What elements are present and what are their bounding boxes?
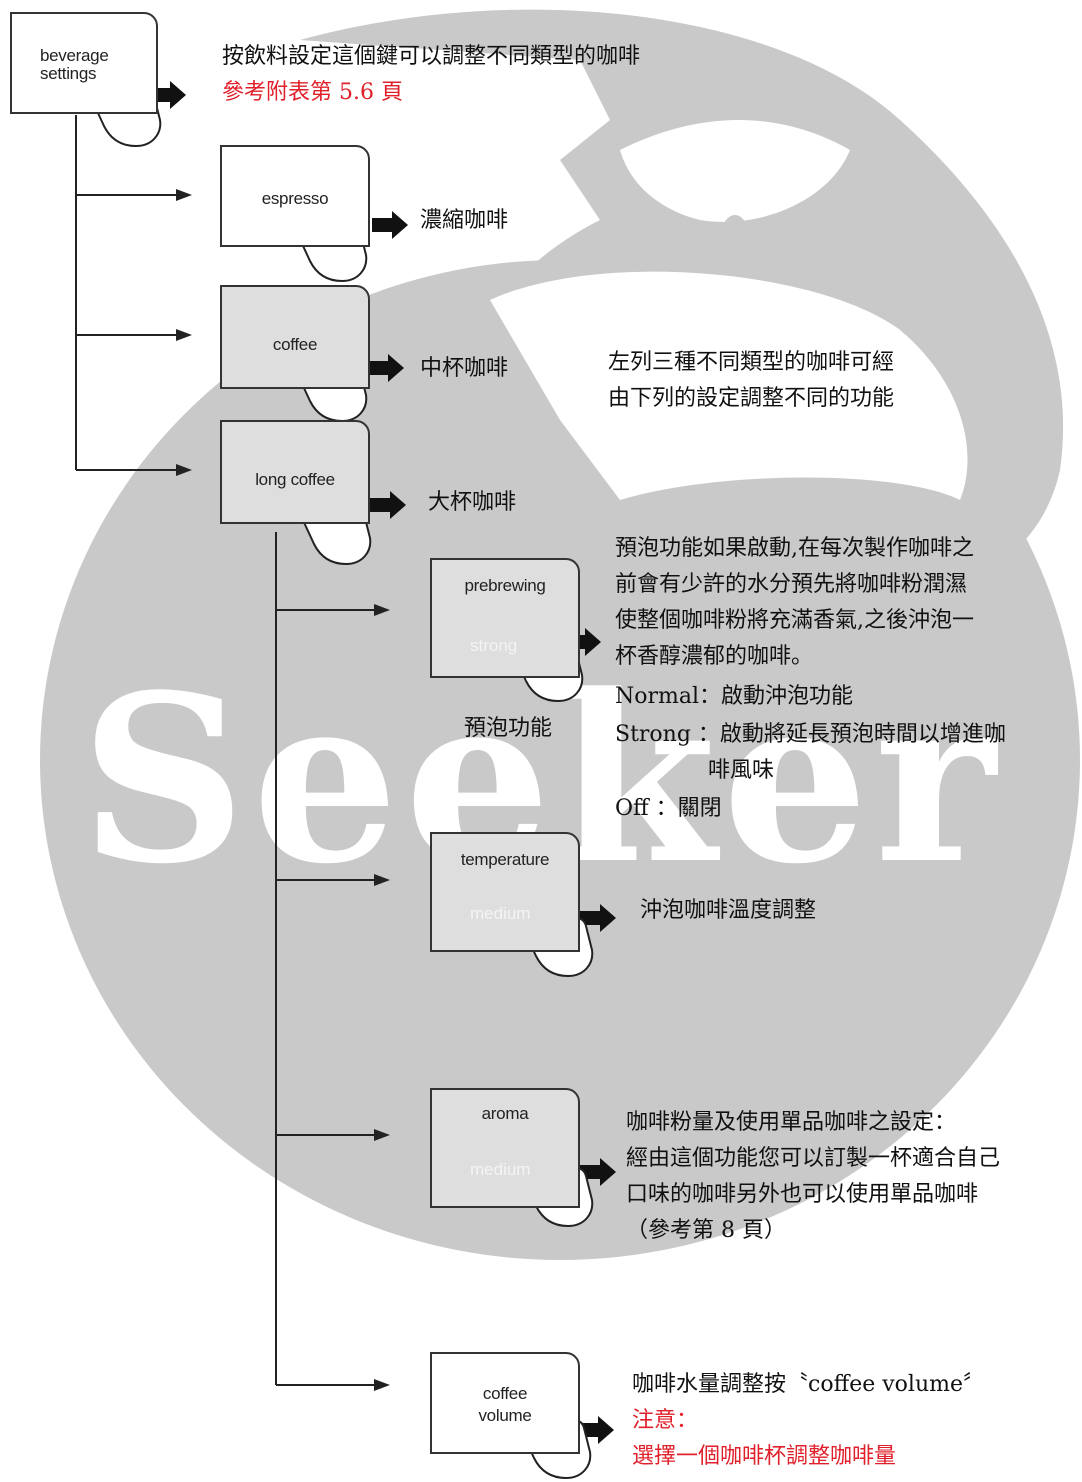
key-label: coffee — [482, 1384, 528, 1403]
long-coffee-caption: 大杯咖啡 — [428, 490, 517, 515]
key-label: prebrewing — [464, 576, 546, 595]
aroma-key[interactable]: aroma medium — [430, 1088, 580, 1208]
key-label: settings — [40, 64, 97, 83]
key-label: aroma — [481, 1104, 529, 1123]
coffee-volume-key[interactable]: coffee volume — [430, 1352, 580, 1454]
arrowheads — [176, 189, 390, 1391]
prebrew-description-3: 使整個咖啡粉將充滿香氣,之後沖泡一 — [615, 608, 974, 633]
prebrew-caption: 預泡功能 — [464, 716, 553, 741]
strong-option: Strong ：啟動將延長預泡時間以增進咖 — [615, 722, 1006, 747]
key-label: beverage — [40, 46, 109, 65]
long-coffee-key[interactable]: long coffee — [220, 420, 370, 524]
off-option: Off ：關閉 — [615, 796, 722, 821]
key-label: coffee — [272, 335, 318, 354]
key-value: medium — [470, 904, 531, 923]
temperature-key[interactable]: temperature medium — [430, 832, 580, 952]
key-value: strong — [470, 636, 518, 655]
espresso-key[interactable]: espresso — [220, 145, 370, 247]
beverage-reference: 參考附表第 5.6 頁 — [222, 80, 403, 105]
prebrew-description-4: 杯香醇濃郁的咖啡。 — [615, 644, 814, 669]
key-label: volume — [478, 1406, 532, 1425]
volume-description: 咖啡水量調整按〝coffee volume〞 — [632, 1372, 985, 1397]
key-label: long coffee — [255, 470, 335, 489]
adjust-note-line-1: 左列三種不同類型的咖啡可經 — [608, 350, 895, 375]
key-label: temperature — [460, 850, 550, 869]
aroma-description-4: （參考第 8 頁） — [626, 1218, 786, 1243]
espresso-caption: 濃縮咖啡 — [420, 208, 509, 233]
beverage-settings-key[interactable]: beverage settings — [10, 12, 158, 114]
volume-note: 選擇一個咖啡杯調整咖啡量 — [632, 1444, 897, 1469]
beverage-description: 按飲料設定這個鍵可以調整不同類型的咖啡 — [222, 44, 641, 69]
strong-option-cont: 啡風味 — [708, 758, 775, 783]
prebrew-description-2: 前會有少許的水分預先將咖啡粉潤濕 — [615, 572, 968, 597]
prebrew-description-1: 預泡功能如果啟動,在每次製作咖啡之 — [615, 536, 974, 561]
volume-note-title: 注意： — [632, 1408, 699, 1433]
connector-lines — [75, 115, 378, 1386]
adjust-note-line-2: 由下列的設定調整不同的功能 — [608, 386, 895, 411]
normal-option: Normal：啟動沖泡功能 — [615, 684, 854, 709]
aroma-description-2: 經由這個功能您可以訂製一杯適合自己 — [626, 1146, 1001, 1171]
key-value: medium — [470, 1160, 531, 1179]
coffee-key[interactable]: coffee — [220, 285, 370, 389]
temperature-caption: 沖泡咖啡溫度調整 — [640, 898, 817, 923]
coffee-caption: 中杯咖啡 — [420, 356, 509, 381]
aroma-description-1: 咖啡粉量及使用單品咖啡之設定： — [626, 1110, 957, 1135]
prebrewing-key[interactable]: prebrewing strong — [430, 558, 580, 678]
aroma-description-3: 口味的咖啡另外也可以使用單品咖啡 — [626, 1182, 979, 1207]
key-label: espresso — [261, 189, 329, 208]
